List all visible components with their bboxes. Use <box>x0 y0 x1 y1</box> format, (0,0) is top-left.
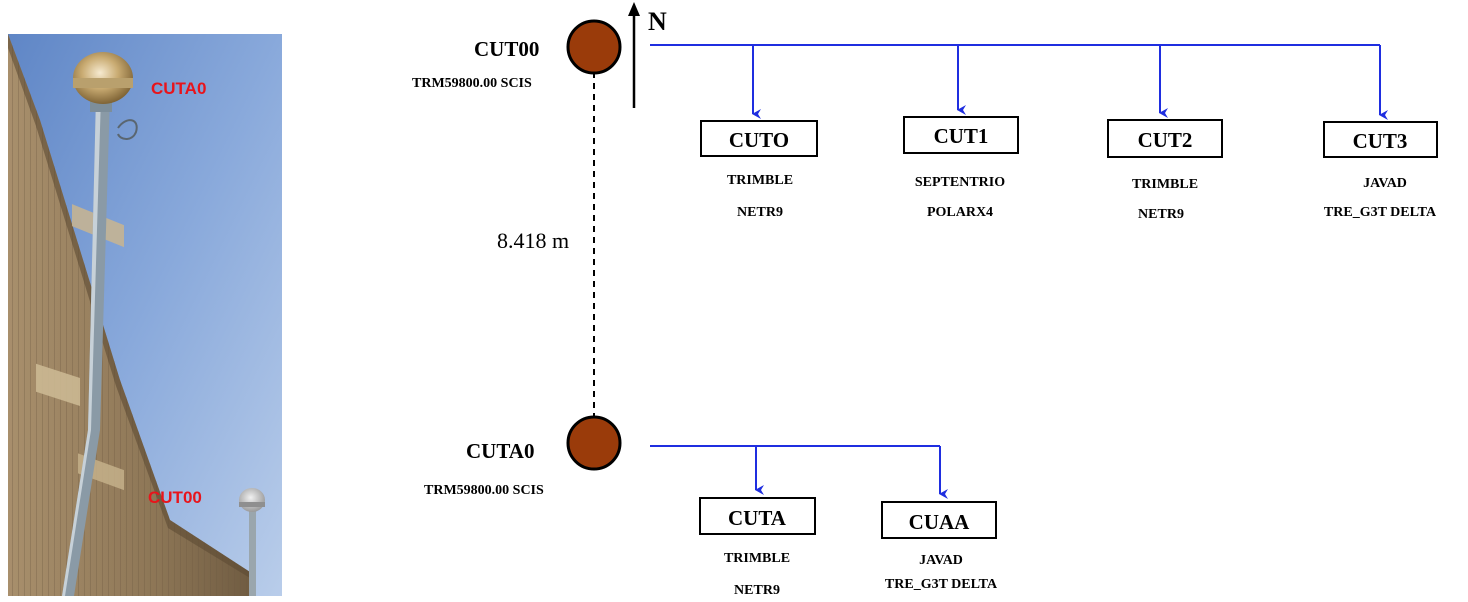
receiver-box <box>1107 119 1223 158</box>
receiver-line1: TRIMBLE <box>724 551 790 566</box>
north-arrow-head <box>628 2 640 16</box>
receiver-line2: NETR9 <box>737 205 783 220</box>
bottom-signal-bus <box>650 445 948 499</box>
receiver-line1: SEPTENTRIO <box>915 175 1005 190</box>
north-label: N <box>648 7 667 36</box>
receiver-cut2: CUT2 TRIMBLE NETR9 <box>1107 119 1223 222</box>
photo-label-cuta0: CUTA0 <box>151 79 206 98</box>
receiver-name: CUTO <box>729 128 789 152</box>
receiver-line2: NETR9 <box>734 583 780 598</box>
receiver-cut1: CUT1 SEPTENTRIO POLARX4 <box>903 116 1019 220</box>
mast-pole <box>62 96 110 596</box>
north-arrow: N <box>628 2 667 108</box>
receiver-line2: POLARX4 <box>927 205 993 220</box>
antenna-cut00-marker <box>566 19 622 75</box>
antenna-cuta0-model: TRM59800.00 SCIS <box>424 483 544 498</box>
receiver-cuto: CUTO TRIMBLE NETR9 <box>700 120 818 220</box>
antenna-cut00-name: CUT00 <box>474 37 539 61</box>
receiver-box <box>700 120 818 157</box>
receiver-name: CUTA <box>728 506 787 530</box>
antenna-cuta0: CUTA0 TRM59800.00 SCIS <box>424 415 622 498</box>
antenna-cuta0-marker <box>566 415 622 471</box>
receiver-cuaa: CUAA JAVAD TRE_G3T DELTA <box>881 501 998 592</box>
receiver-line2: TRE_G3T DELTA <box>1324 205 1437 220</box>
receiver-line2: NETR9 <box>1138 207 1184 222</box>
photo-label-cut00: CUT00 <box>148 488 202 507</box>
receiver-line1: TRIMBLE <box>1132 177 1198 192</box>
receiver-name: CUT3 <box>1353 129 1408 153</box>
receiver-line1: JAVAD <box>1363 176 1407 191</box>
receiver-line1: JAVAD <box>919 553 963 568</box>
receiver-name: CUAA <box>909 510 970 534</box>
receiver-cuta: CUTA TRIMBLE NETR9 <box>699 497 816 598</box>
receiver-box <box>903 116 1019 154</box>
antenna-cuta0-name: CUTA0 <box>466 439 534 463</box>
receiver-box <box>881 501 997 539</box>
distance-label: 8.418 m <box>497 228 569 253</box>
receiver-box <box>1323 121 1438 158</box>
receiver-cut3: CUT3 JAVAD TRE_G3T DELTA <box>1323 121 1438 220</box>
antenna-cut00: CUT00 TRM59800.00 SCIS <box>412 19 622 91</box>
top-signal-bus <box>650 44 1388 120</box>
receiver-line1: TRIMBLE <box>727 173 793 188</box>
antenna-cut00-model: TRM59800.00 SCIS <box>412 76 532 91</box>
receiver-line2: TRE_G3T DELTA <box>885 577 998 592</box>
receiver-name: CUT2 <box>1138 128 1193 152</box>
receiver-box <box>699 497 816 535</box>
antenna-photo: CUTA0 CUT00 <box>8 34 282 596</box>
receiver-name: CUT1 <box>934 124 989 148</box>
